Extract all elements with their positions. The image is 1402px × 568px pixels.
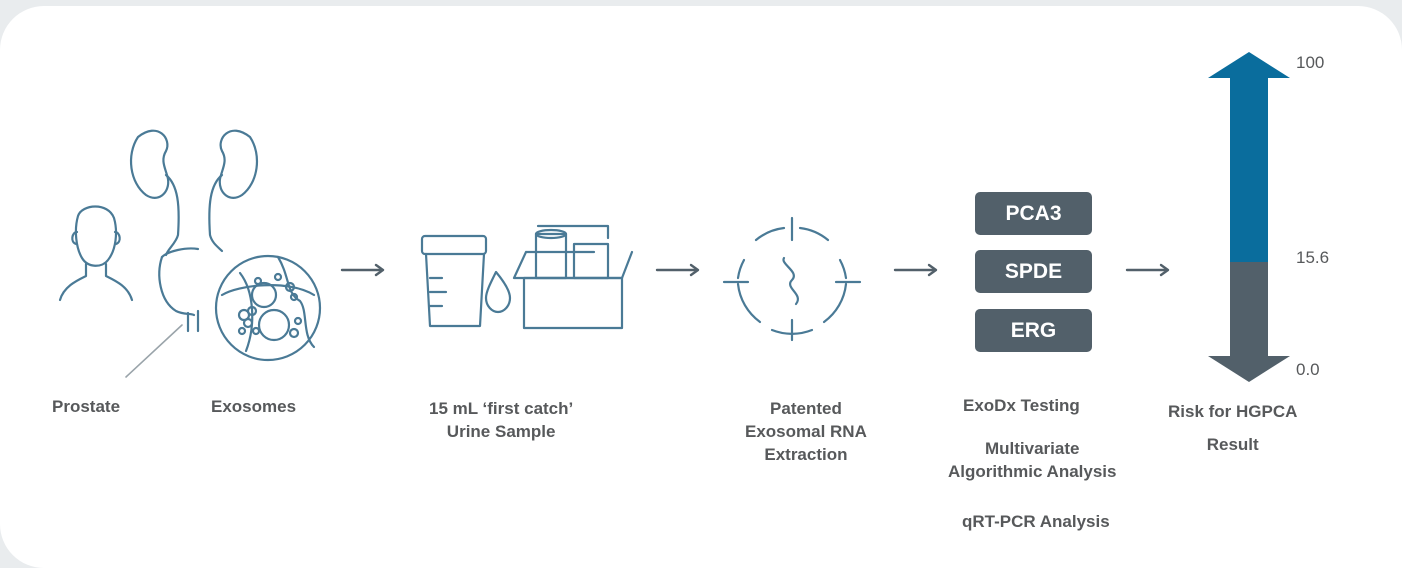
flow-arrow xyxy=(1125,263,1171,282)
qrt-pcr-label: qRT-PCR Analysis xyxy=(962,512,1110,531)
scale-cutoff-label: 15.6 xyxy=(1296,248,1330,267)
multivariate-analysis-label: Multivariate Algorithmic Analysis xyxy=(948,437,1116,483)
analysis-label-line1: Multivariate xyxy=(984,439,1080,458)
flow-arrow xyxy=(340,263,386,282)
risk-high-arrowhead xyxy=(1208,52,1290,82)
urine-sample-label: 15 mL ‘first catch’ Urine Sample xyxy=(429,397,573,443)
result-label: Risk for HGPCA Result xyxy=(1168,400,1297,456)
exosomes-label: Exosomes xyxy=(211,397,297,416)
scale-max-label: 100 xyxy=(1296,53,1325,72)
urine-sample-kit-icon xyxy=(414,222,644,334)
result-label-line1: Risk for HGPCA xyxy=(1168,402,1298,421)
analysis-label-line2: Algorithmic Analysis xyxy=(948,462,1117,481)
gene-box-pca3: PCA3 xyxy=(975,192,1092,235)
flow-arrow xyxy=(655,263,701,282)
diagram-card xyxy=(0,6,1402,568)
urine-label-line2: Urine Sample xyxy=(446,422,556,441)
exosomes-icon xyxy=(118,125,322,385)
extraction-label-line1: Patented xyxy=(770,399,842,418)
prostate-body-icon xyxy=(48,200,148,315)
extraction-label-line3: Extraction xyxy=(764,445,848,464)
gene-box-erg: ERG xyxy=(975,309,1092,352)
prostate-label: Prostate xyxy=(52,397,121,416)
risk-low-segment xyxy=(1230,262,1268,356)
exodx-testing-label: ExoDx Testing xyxy=(963,396,1080,415)
urine-label-line1: 15 mL ‘first catch’ xyxy=(429,399,574,418)
extraction-label: Patented Exosomal RNA Extraction xyxy=(745,397,867,466)
risk-scale-arrow xyxy=(1204,52,1294,384)
risk-high-segment xyxy=(1230,78,1268,262)
result-label-line2: Result xyxy=(1206,435,1259,454)
scale-min-label: 0.0 xyxy=(1296,360,1320,379)
extraction-label-line2: Exosomal RNA xyxy=(745,422,867,441)
flow-arrow xyxy=(893,263,939,282)
gene-box-spde: SPDE xyxy=(975,250,1092,293)
risk-low-arrowhead xyxy=(1208,356,1290,382)
rna-extraction-icon xyxy=(722,216,862,342)
